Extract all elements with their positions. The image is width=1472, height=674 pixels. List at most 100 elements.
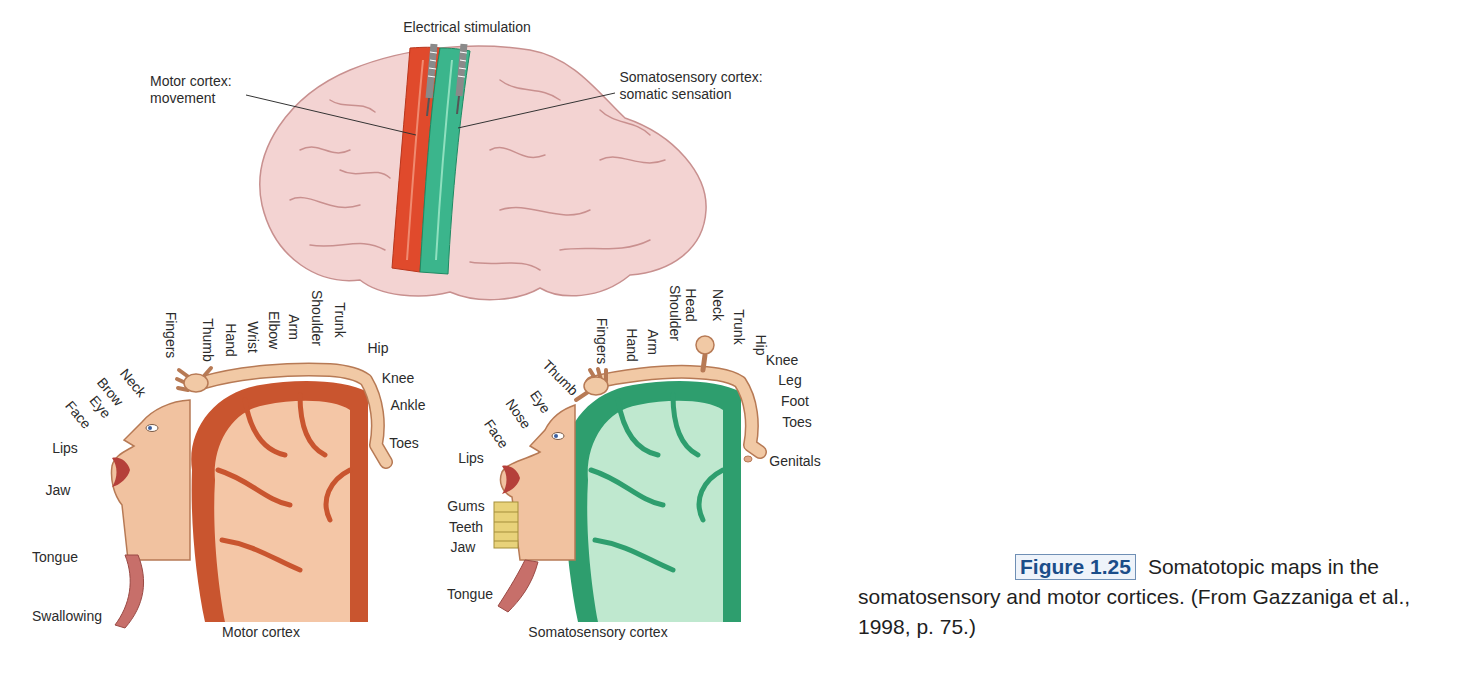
cortex-slice <box>564 381 741 622</box>
body-part-label: Thumb <box>199 318 216 362</box>
cortex-white-matter <box>214 401 350 622</box>
sulcus <box>560 240 650 250</box>
pupil <box>148 426 152 430</box>
body-outline <box>205 370 386 463</box>
teeth-lines <box>494 512 518 541</box>
annotation-label: Somatosensory cortex: somatic sensation <box>620 69 785 103</box>
body-part-label: Foot <box>781 393 809 410</box>
body-part-label: Eye <box>526 387 554 417</box>
sulcus <box>222 540 300 570</box>
section-title: Somatosensory cortex <box>528 624 667 641</box>
body-part-label: Jaw <box>46 482 71 499</box>
tooth-line <box>494 522 518 523</box>
body <box>592 372 760 452</box>
face <box>111 400 190 560</box>
body-part-label: Knee <box>766 352 799 369</box>
ridge <box>428 76 435 77</box>
lips <box>112 458 130 487</box>
body-part-label: Toes <box>782 414 812 431</box>
thumb <box>576 392 588 400</box>
electrode-ridges <box>428 52 437 77</box>
brain-sulci <box>290 80 665 270</box>
sulcus <box>330 100 375 112</box>
sulcus <box>470 262 540 270</box>
lips <box>502 466 520 494</box>
body-part-label: Gums <box>447 498 484 515</box>
head <box>696 336 714 354</box>
sulcus <box>699 470 723 520</box>
electrode-tip <box>427 98 429 116</box>
ridge <box>458 76 465 77</box>
cortex-sulci <box>218 395 350 570</box>
sulcus <box>500 208 590 215</box>
tooth-line <box>494 512 518 513</box>
body-part-label: Arm <box>644 329 661 355</box>
body-part-label: Ankle <box>390 397 425 414</box>
cortex-white-matter <box>587 401 723 622</box>
leader-line <box>458 93 615 128</box>
body-part-label: Teeth <box>449 519 483 536</box>
body-part-label: Arm <box>285 314 302 340</box>
body-part-label: Hand <box>222 323 239 356</box>
body-part-label: Shoulder <box>308 290 325 346</box>
sulcus <box>600 110 650 135</box>
body-part-label: Lips <box>52 440 78 457</box>
body-part-label: Genitals <box>769 453 820 470</box>
body-part-label: Leg <box>778 372 801 389</box>
thumb <box>204 368 211 376</box>
ridge <box>460 60 466 61</box>
body-part-label: Lips <box>458 450 484 467</box>
sulcus <box>490 148 545 158</box>
tooth-line <box>494 541 518 542</box>
body-part-label: Hand <box>623 328 640 361</box>
sulcus <box>591 470 663 505</box>
neck <box>703 355 705 370</box>
sulcus <box>300 395 325 455</box>
body-part-label: Head <box>682 288 699 321</box>
teeth <box>494 502 518 548</box>
leader-line <box>246 95 416 135</box>
body-part-label: Swallowing <box>32 608 102 625</box>
body-part-label: Jaw <box>451 539 476 556</box>
hand <box>184 374 208 392</box>
body-part-label: Hip <box>367 340 388 357</box>
hand <box>584 377 608 395</box>
body-part-label: Trunk <box>331 302 348 337</box>
somatosensory-cortex-section <box>494 336 760 622</box>
body-part-label: Knee <box>382 370 415 387</box>
electrode-ridges <box>458 52 467 77</box>
tongue <box>115 555 144 628</box>
pupil <box>554 434 558 438</box>
sulcus <box>310 244 385 250</box>
cortex-sulci <box>591 395 723 570</box>
ridge <box>459 68 466 69</box>
sulcus <box>340 170 390 178</box>
genitals <box>744 456 752 462</box>
tooth-line <box>494 532 518 533</box>
body <box>205 370 386 463</box>
sulcus <box>595 540 673 570</box>
body-part-label: Fingers <box>593 318 610 365</box>
motor-cortex-section <box>111 368 386 628</box>
ridge <box>460 52 467 53</box>
eye <box>552 433 564 440</box>
eye <box>146 425 158 432</box>
body-part-label: Trunk <box>730 309 747 344</box>
body-outline <box>592 372 760 452</box>
sulcus <box>673 395 698 455</box>
ridge <box>430 52 437 53</box>
figure-number: Figure 1.25 <box>1015 554 1136 580</box>
motor-strip-gyrus <box>407 60 423 260</box>
sulcus <box>218 470 290 505</box>
annotation-label: Motor cortex: movement <box>150 73 250 107</box>
body-part-label: Thumb <box>539 357 582 400</box>
electrode-tip <box>457 96 459 114</box>
body-part-label: Wrist <box>244 321 261 353</box>
cortex-gray-matter <box>191 381 368 622</box>
electrodes <box>427 44 467 116</box>
sulcus <box>300 147 350 153</box>
sulcus <box>600 157 665 163</box>
sulcus <box>500 80 560 100</box>
body-part-label: Tongue <box>32 549 78 566</box>
body-part-label: Tongue <box>447 586 493 603</box>
